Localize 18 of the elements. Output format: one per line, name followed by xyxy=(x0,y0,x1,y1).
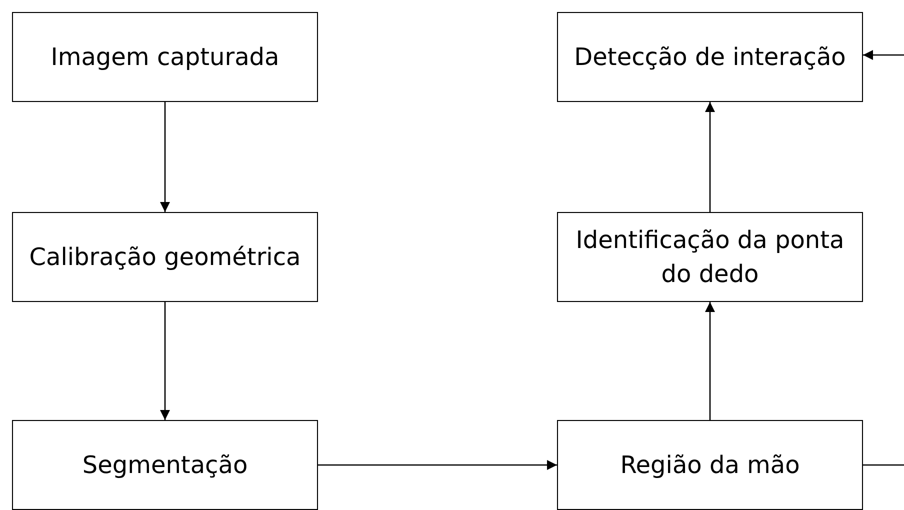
process-box xyxy=(12,12,318,102)
box-label: Calibração geométrica xyxy=(28,242,302,273)
arrow xyxy=(160,302,170,420)
box-label: Detecção de interação xyxy=(573,42,847,73)
arrow xyxy=(863,50,904,60)
process-box xyxy=(557,212,863,302)
arrow xyxy=(160,102,170,212)
process-box xyxy=(12,420,318,510)
box-label: Região da mão xyxy=(619,450,801,481)
box-label: Segmentação xyxy=(81,450,249,481)
process-box xyxy=(557,12,863,102)
process-box xyxy=(12,212,318,302)
arrow xyxy=(318,460,557,470)
box-label: Identificação da ponta do dedo xyxy=(574,225,846,290)
arrow xyxy=(705,302,715,420)
box-label: Imagem capturada xyxy=(50,42,280,73)
process-box xyxy=(557,420,863,510)
arrow xyxy=(705,102,715,212)
